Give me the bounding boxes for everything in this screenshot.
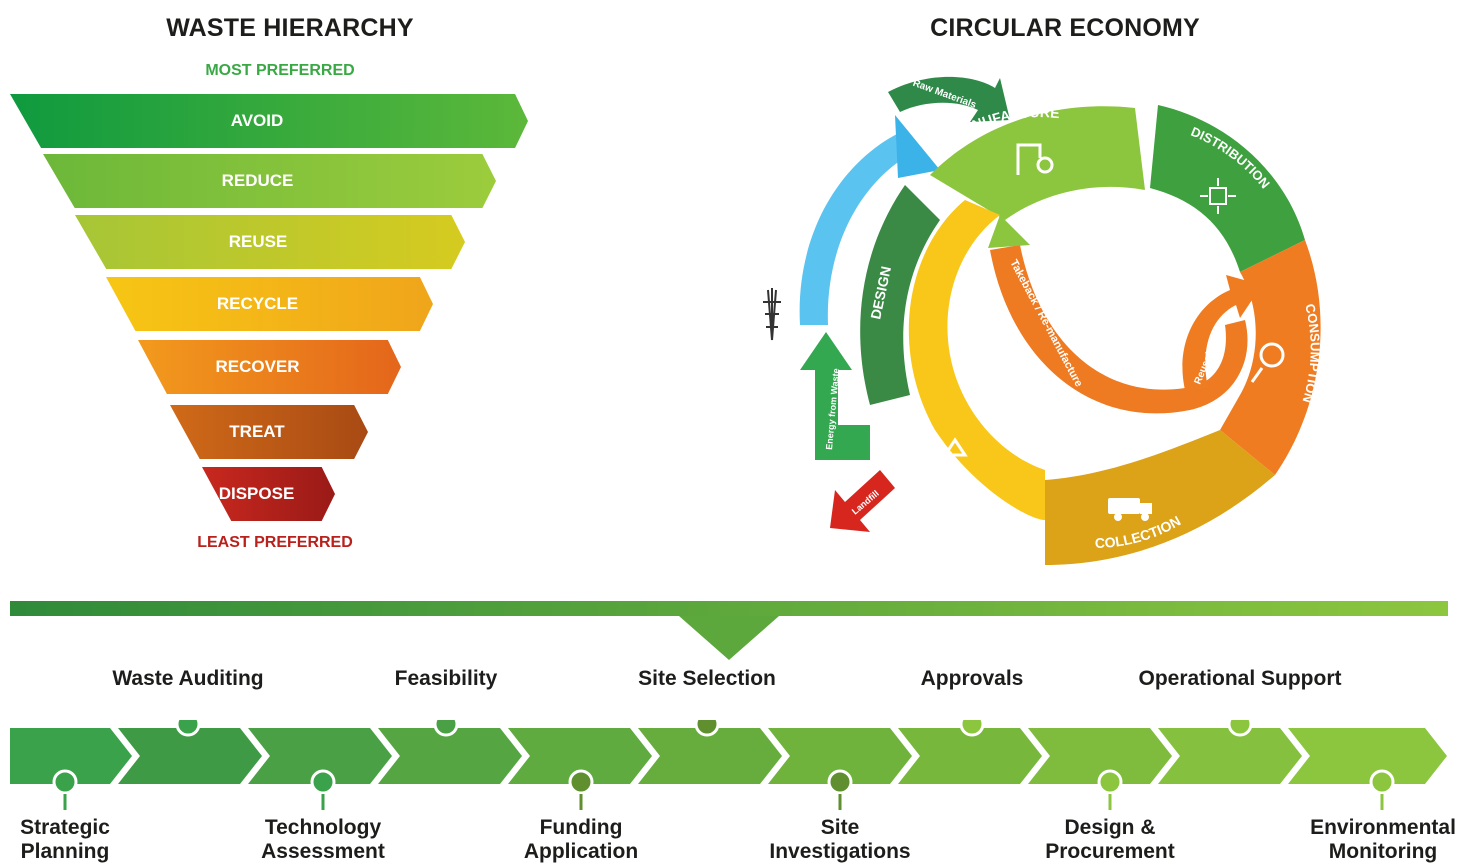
timeline-down-arrow bbox=[679, 616, 779, 660]
chevron-6 bbox=[638, 728, 782, 784]
stage-approvals: Approvals bbox=[920, 667, 1024, 690]
garbage-truck-icon bbox=[1108, 498, 1152, 521]
chevron-3 bbox=[248, 728, 392, 784]
chevron-row bbox=[10, 728, 1447, 784]
most-preferred-label: MOST PREFERRED bbox=[205, 62, 355, 79]
tier-label: REDUCE bbox=[221, 171, 294, 190]
design-segment bbox=[860, 185, 940, 405]
marker-technology-assessment bbox=[310, 769, 336, 795]
marker-site-selection bbox=[694, 720, 720, 737]
network-box-icon bbox=[1200, 178, 1236, 214]
marker-design-procurement bbox=[1097, 769, 1123, 795]
chevron-7 bbox=[768, 728, 912, 784]
tier-treat: TREAT bbox=[170, 405, 368, 459]
chevron-2 bbox=[118, 728, 262, 784]
stage-site-investigations: Site Investigations bbox=[769, 816, 911, 863]
stage-environmental-monitoring: Environmental Monitoring bbox=[1310, 816, 1456, 863]
stage-site-selection: Site Selection bbox=[638, 667, 776, 690]
blue-arrowhead bbox=[895, 115, 940, 178]
chevron-5 bbox=[508, 728, 652, 784]
tier-label: DISPOSE bbox=[218, 484, 295, 503]
marker-operational-support bbox=[1227, 720, 1253, 737]
stage-funding-application: Funding Application bbox=[523, 816, 639, 863]
pylon-icon bbox=[763, 288, 781, 341]
stage-strategic-planning: Strategic Planning bbox=[20, 816, 110, 863]
circular-economy-diagram: Raw Materials MANUFACTURE DISTRIBUTION C… bbox=[763, 76, 1323, 565]
waste-hierarchy-title: WASTE HIERARCHY bbox=[166, 14, 414, 42]
least-preferred-label: LEAST PREFERRED bbox=[197, 534, 353, 551]
stage-design-procurement: Design & Procurement bbox=[1045, 816, 1175, 863]
factory-crane-icon bbox=[1016, 143, 1054, 175]
collection-segment bbox=[1045, 430, 1275, 565]
marker-funding-application bbox=[568, 769, 594, 795]
top-markers bbox=[175, 720, 1253, 737]
reuse-repair-arrow bbox=[1182, 275, 1262, 390]
takeback-arrowhead bbox=[988, 215, 1030, 248]
tier-reuse: REUSE bbox=[75, 215, 465, 269]
gear-wrench-icon bbox=[1250, 342, 1285, 383]
chevron-4 bbox=[378, 728, 522, 784]
tier-avoid: AVOID bbox=[10, 94, 528, 148]
tier-label: REUSE bbox=[228, 232, 288, 251]
tier-recycle: RECYCLE bbox=[106, 277, 433, 331]
landfill-arrow bbox=[830, 470, 895, 532]
marker-waste-auditing bbox=[175, 720, 201, 737]
marker-site-investigations bbox=[827, 769, 853, 795]
stage-feasibility: Feasibility bbox=[394, 667, 498, 690]
distribution-segment bbox=[1150, 105, 1305, 272]
tier-label: RECOVER bbox=[215, 357, 300, 376]
tier-label: AVOID bbox=[230, 111, 284, 130]
marker-feasibility bbox=[433, 720, 459, 737]
chevron-9 bbox=[1028, 728, 1172, 784]
chevron-1 bbox=[10, 728, 132, 784]
tier-label: TREAT bbox=[229, 422, 285, 441]
consumption-segment bbox=[1220, 240, 1321, 475]
recycle-icon bbox=[942, 437, 968, 457]
tier-dispose: DISPOSE bbox=[202, 467, 335, 521]
recycle-segment bbox=[908, 200, 1045, 520]
takeback-arc bbox=[990, 245, 1248, 414]
energy-from-waste-arrow bbox=[800, 332, 870, 460]
marker-strategic-planning bbox=[52, 769, 78, 795]
circular-economy-title: CIRCULAR ECONOMY bbox=[930, 14, 1200, 42]
tier-recover: RECOVER bbox=[138, 340, 401, 394]
stage-operational-support: Operational Support bbox=[1138, 667, 1342, 690]
stage-waste-auditing: Waste Auditing bbox=[112, 667, 264, 690]
energy-return-arc bbox=[799, 130, 918, 325]
chevron-10 bbox=[1158, 728, 1302, 784]
timeline-bar bbox=[10, 601, 1448, 616]
tier-label: RECYCLE bbox=[216, 294, 299, 313]
stage-technology-assessment: Technology Assessment bbox=[261, 816, 385, 863]
chevron-8 bbox=[898, 728, 1042, 784]
raw-materials-arrow bbox=[888, 76, 1010, 122]
tier-reduce: REDUCE bbox=[43, 154, 496, 208]
chevron-11 bbox=[1288, 728, 1447, 784]
process-chevrons bbox=[10, 720, 1447, 810]
bottom-markers bbox=[52, 769, 1395, 810]
marker-environmental-monitoring bbox=[1369, 769, 1395, 795]
marker-approvals bbox=[959, 720, 985, 737]
